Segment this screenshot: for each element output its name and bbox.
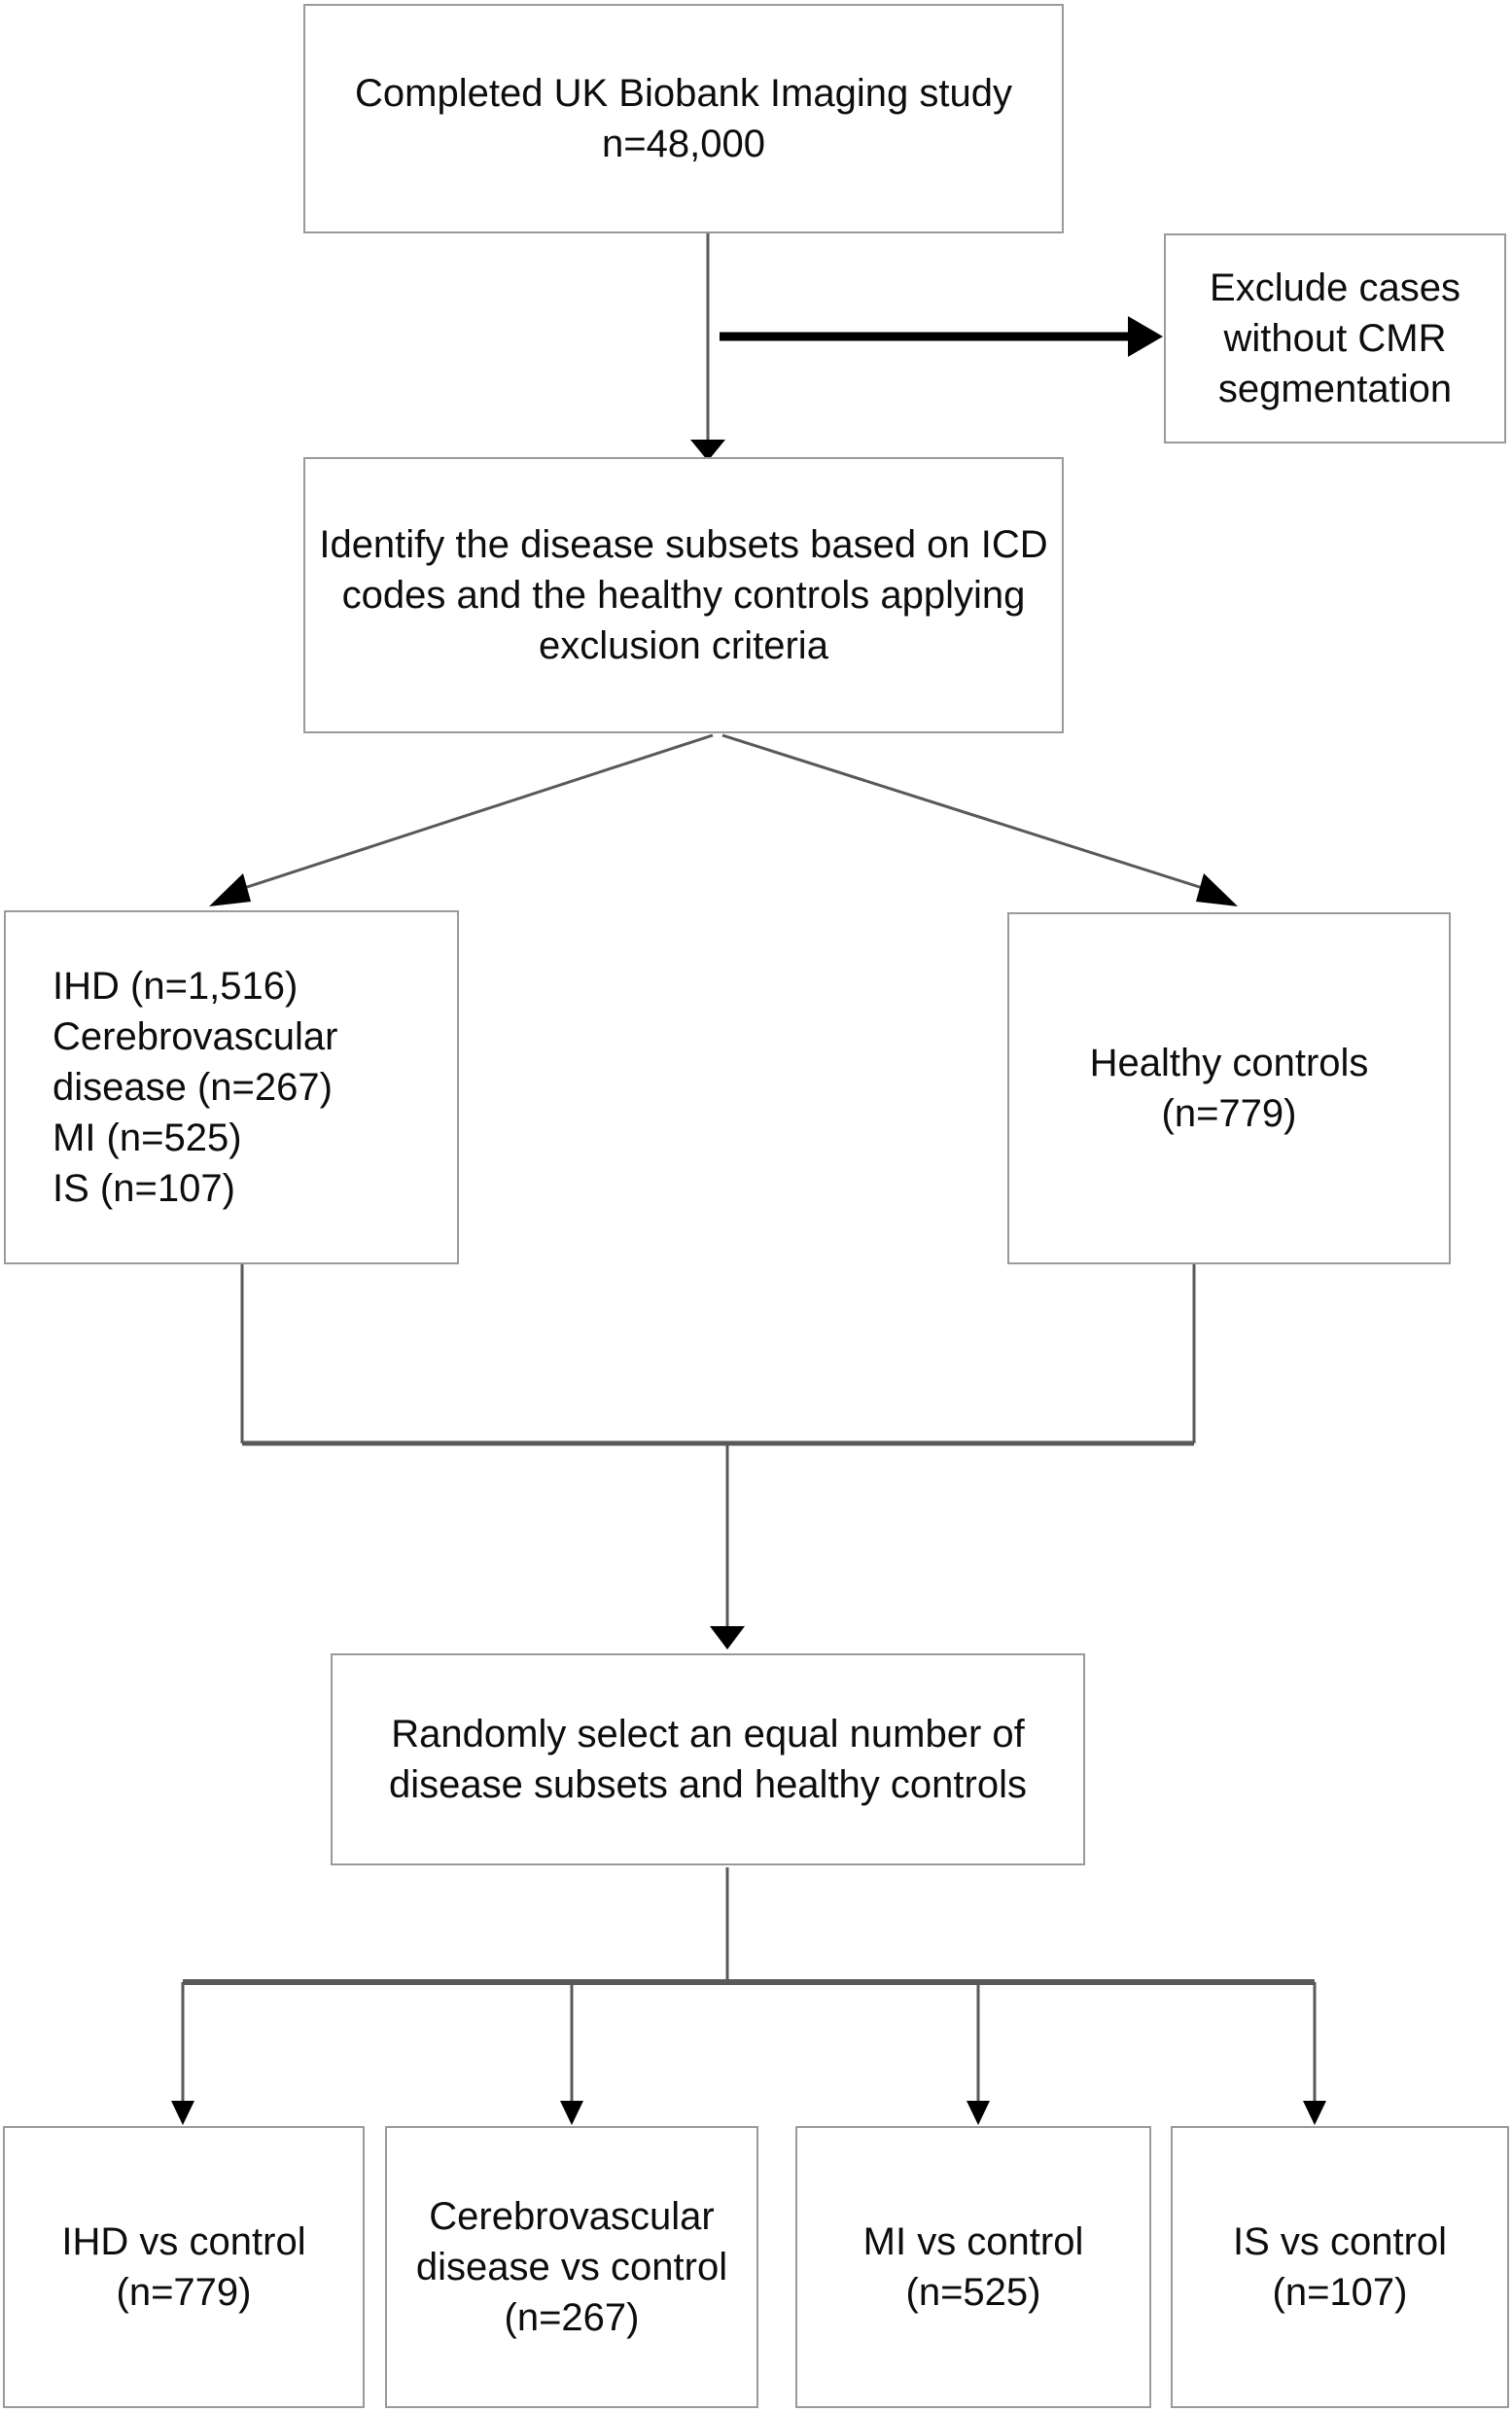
node-disease-subsets-counts: IHD (n=1,516) Cerebrovascular disease (n… (4, 910, 459, 1264)
node-completed-uk-biobank-imaging-study: Completed UK Biobank Imaging study n=48,… (303, 4, 1064, 233)
node-healthy-controls-label: Healthy controls (n=779) (1089, 1042, 1369, 1135)
edge-identify-to-disease (209, 733, 714, 906)
node-ihd-vs-control-label: IHD vs control (n=779) (61, 2220, 306, 2314)
node-cerebrovascular-vs-control-label: Cerebrovascular disease vs control (n=26… (415, 2195, 728, 2339)
node-disease-subsets-label: IHD (n=1,516) Cerebrovascular disease (n… (53, 965, 338, 1210)
node-randomly-select-equal-number: Randomly select an equal number of disea… (331, 1653, 1085, 1865)
edge-random-to-outputs (171, 1867, 1326, 2125)
node-is-vs-control-label: IS vs control (n=107) (1232, 2220, 1448, 2314)
node-is-vs-control: IS vs control (n=107) (1171, 2126, 1509, 2408)
node-mi-vs-control-label: MI vs control (n=525) (862, 2220, 1084, 2314)
node-identify-disease-subsets: Identify the disease subsets based on IC… (303, 457, 1064, 733)
edge-identify-to-healthy (721, 733, 1238, 906)
node-exclude-label: Exclude cases without CMR segmentation (1210, 266, 1460, 410)
node-cerebrovascular-disease-vs-control: Cerebrovascular disease vs control (n=26… (385, 2126, 758, 2408)
node-exclude-cases-without-cmr-segmentation: Exclude cases without CMR segmentation (1164, 233, 1506, 443)
node-ihd-vs-control: IHD vs control (n=779) (3, 2126, 365, 2408)
node-healthy-controls: Healthy controls (n=779) (1007, 912, 1451, 1264)
edge-merge-to-random (240, 1264, 1196, 1649)
node-randomly-select-label: Randomly select an equal number of disea… (389, 1713, 1027, 1806)
node-identify-label: Identify the disease subsets based on IC… (319, 523, 1048, 667)
node-mi-vs-control: MI vs control (n=525) (795, 2126, 1151, 2408)
edge-top-to-exclude (720, 316, 1163, 357)
edge-top-to-identify (690, 233, 725, 461)
node-top-label: Completed UK Biobank Imaging study n=48,… (355, 72, 1012, 165)
